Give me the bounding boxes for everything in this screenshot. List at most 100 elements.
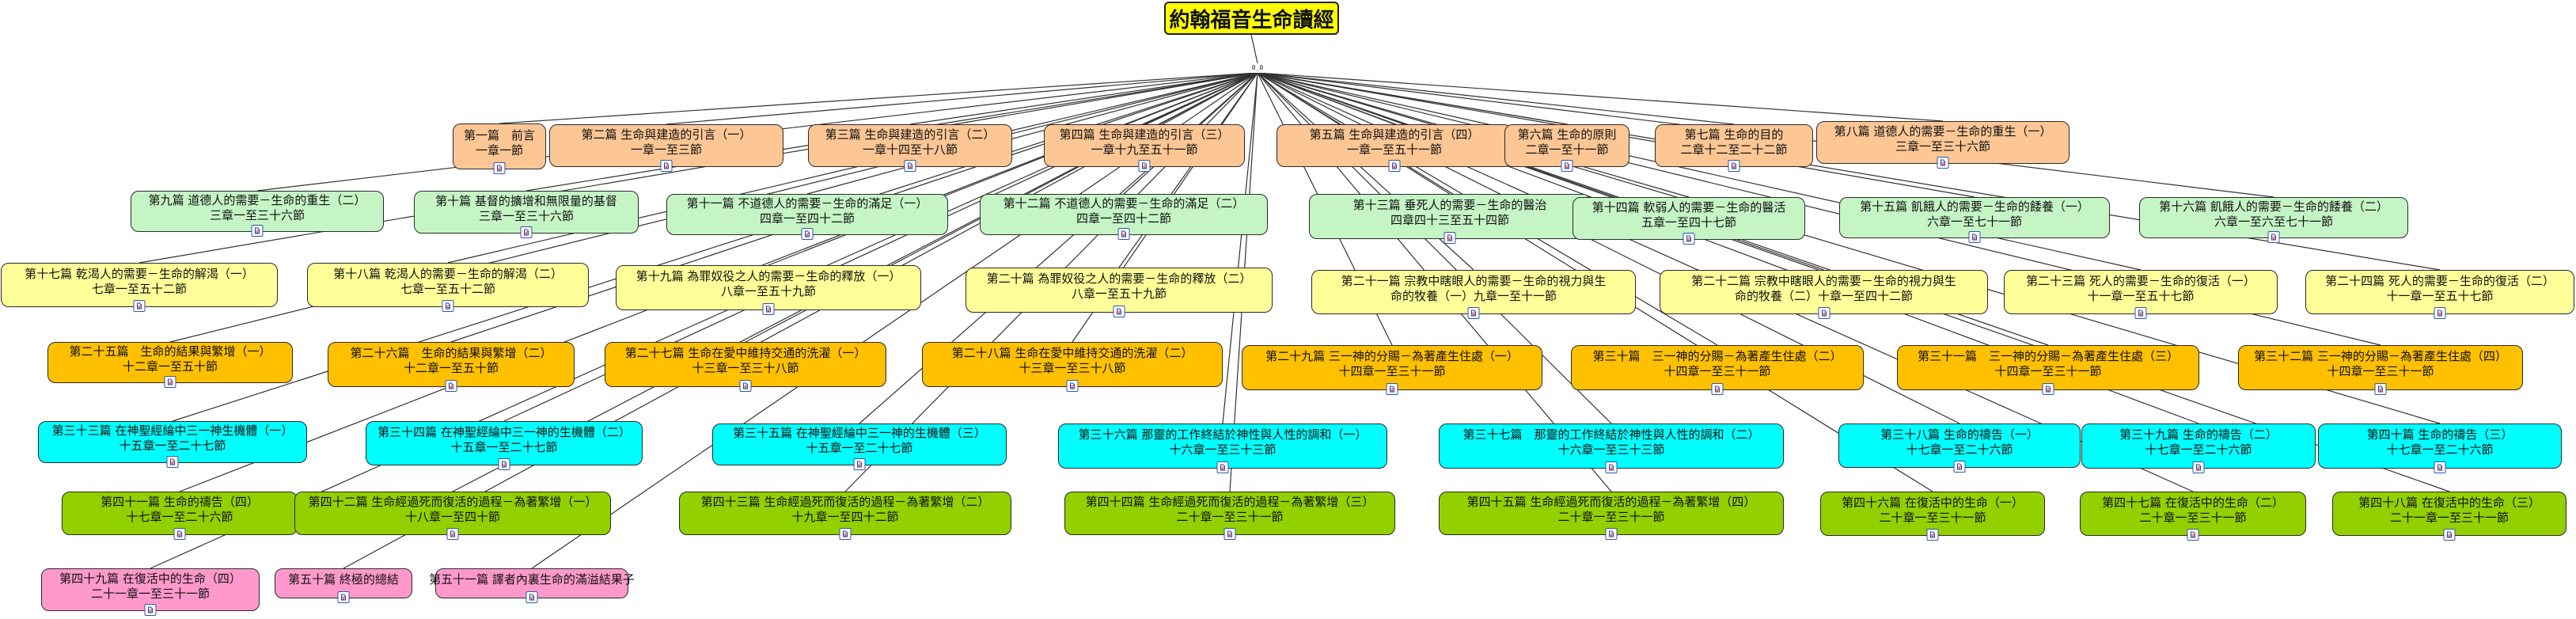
- attachment-icon[interactable]: [1818, 307, 1830, 319]
- chapter-node[interactable]: 第十一篇 不道德人的需要－生命的滿足（一）四章一至四十二節: [666, 194, 948, 240]
- attachment-icon[interactable]: [839, 528, 852, 540]
- attachment-icon[interactable]: [525, 591, 538, 603]
- attachment-icon[interactable]: [166, 456, 179, 468]
- attachment-icon[interactable]: [133, 300, 146, 312]
- attachment-icon[interactable]: [2434, 307, 2446, 319]
- attachment-icon[interactable]: [762, 303, 775, 315]
- attachment-icon[interactable]: [337, 591, 350, 603]
- chapter-node[interactable]: 第五十篇 終極的總結: [275, 568, 412, 603]
- chapter-node[interactable]: 第三十篇 三一神的分賜－為著產生住處（二）十四章一至三十一節: [1571, 345, 1864, 395]
- chapter-node[interactable]: 第三十五篇 在神聖經綸中三一神的生機體（三）十五章一至二十七節: [712, 423, 1007, 470]
- chapter-node[interactable]: 第四十二篇 生命經過死而復活的過程－為著繁增（一）十八章一至四十節: [294, 492, 611, 540]
- chapter-node[interactable]: 第二十一篇 宗教中瞎眼人的需要－生命的視力與生命的牧養（一）九章一至十一節: [1311, 270, 1636, 319]
- attachment-icon[interactable]: [904, 160, 916, 172]
- attachment-icon[interactable]: [1117, 228, 1130, 240]
- attachment-icon[interactable]: [1224, 528, 1236, 540]
- chapter-node[interactable]: 第三十二篇 三一神的分賜－為著產生住處（四）十四章一至三十一節: [2238, 345, 2523, 395]
- root-node-title[interactable]: 約翰福音生命讀經: [1164, 2, 1339, 35]
- chapter-node[interactable]: 第三十七篇 那靈的工作終結於神性與人性的調和（二）十六章一至三十三節: [1439, 423, 1784, 473]
- chapter-node[interactable]: 第七篇 生命的目的二章十二至二十二節: [1655, 124, 1813, 172]
- chapter-node[interactable]: 第十七篇 乾渴人的需要－生命的解渴（一）七章一至五十二節: [1, 263, 278, 312]
- attachment-icon[interactable]: [1467, 307, 1480, 319]
- attachment-icon[interactable]: [853, 458, 866, 470]
- attachment-icon[interactable]: [1066, 380, 1079, 392]
- chapter-node[interactable]: 第三十四篇 在神聖經綸中三一神的生機體（二）十五章一至二十七節: [366, 421, 643, 470]
- chapter-node[interactable]: 第十二篇 不道德人的需要－生命的滿足（二）四章一至四十二節: [980, 194, 1268, 240]
- attachment-icon[interactable]: [1953, 461, 1966, 473]
- chapter-node[interactable]: 第四十篇 生命的禱告（三）十七章一至二十六節: [2318, 423, 2562, 473]
- attachment-icon[interactable]: [446, 528, 459, 540]
- chapter-node[interactable]: 第四十一篇 生命的禱告（四）十七章一至二十六節: [62, 492, 298, 540]
- chapter-node[interactable]: 第四篇 生命與建造的引言（三）一章十九至五十一節: [1044, 124, 1245, 172]
- attachment-icon[interactable]: [498, 458, 510, 470]
- chapter-node[interactable]: 第十六篇 飢餓人的需要－生命的餧養（二）六章一至六至七十一節: [2139, 197, 2408, 243]
- chapter-node[interactable]: 第十三篇 垂死人的需要－生命的醫治四章四十三至五十四節: [1309, 194, 1591, 244]
- chapter-node[interactable]: 第三篇 生命與建造的引言（二）一章十四至十八節: [808, 124, 1012, 172]
- chapter-node[interactable]: 第三十六篇 那靈的工作終結於神性與人性的調和（一）十六章一至三十三節: [1058, 423, 1387, 473]
- attachment-icon[interactable]: [1605, 528, 1618, 540]
- chapter-node[interactable]: 第四十四篇 生命經過死而復活的過程－為著繁增（三）二十章一至三十一節: [1064, 492, 1395, 540]
- attachment-icon[interactable]: [445, 380, 457, 392]
- attachment-icon[interactable]: [660, 160, 673, 172]
- chapter-node[interactable]: 第十八篇 乾渴人的需要－生命的解渴（二）七章一至五十二節: [307, 263, 589, 312]
- attachment-icon[interactable]: [739, 380, 752, 392]
- chapter-node[interactable]: 第二十九篇 三一神的分賜－為著產生住處（一）十四章一至三十一節: [1242, 345, 1542, 395]
- chapter-node[interactable]: 第四十六篇 在復活中的生命（一）二十章一至三十一節: [1820, 492, 2045, 541]
- chapter-node[interactable]: 第十九篇 為罪奴役之人的需要－生命的釋放（一）八章一至五十九節: [616, 265, 921, 315]
- chapter-node[interactable]: 第四十三篇 生命經過死而復活的過程－為著繁增（二）十九章一至四十二節: [679, 492, 1011, 540]
- attachment-icon[interactable]: [164, 376, 176, 388]
- attachment-icon[interactable]: [1561, 160, 1573, 172]
- attachment-icon[interactable]: [1711, 383, 1724, 395]
- attachment-icon[interactable]: [520, 226, 533, 238]
- chapter-node[interactable]: 第十五篇 飢餓人的需要－生命的餧養（一）六章一至七十一節: [1839, 197, 2110, 243]
- attachment-icon[interactable]: [2267, 231, 2280, 243]
- attachment-icon[interactable]: [2374, 383, 2387, 395]
- attachment-icon[interactable]: [801, 228, 814, 240]
- chapter-node[interactable]: 第十四篇 軟弱人的需要－生命的醫活五章一至四十七節: [1573, 197, 1805, 245]
- attachment-icon[interactable]: [1388, 160, 1401, 172]
- attachment-icon[interactable]: [144, 604, 157, 616]
- chapter-node[interactable]: 第二十二篇 宗教中瞎眼人的需要－生命的視力與生命的牧養（二）十章一至四十二節: [1660, 270, 1988, 319]
- attachment-icon[interactable]: [173, 528, 186, 540]
- attachment-icon[interactable]: [442, 300, 454, 312]
- chapter-node[interactable]: 第二篇 生命與建造的引言（一）一章一至三節: [549, 124, 783, 172]
- attachment-icon[interactable]: [1444, 232, 1456, 244]
- attachment-icon[interactable]: [2192, 461, 2205, 473]
- chapter-node[interactable]: 第二十八篇 生命在愛中維持交通的洗濯（二）十三章一至三十八節: [922, 342, 1223, 392]
- attachment-icon[interactable]: [1386, 383, 1398, 395]
- chapter-node[interactable]: 第十篇 基督的擴增和無限量的基督三章一至三十六節: [414, 191, 639, 238]
- chapter-node[interactable]: 第五十一篇 譯者內裏生命的滿溢結果子: [429, 568, 635, 603]
- chapter-node[interactable]: 第八篇 道德人的需要－生命的重生（一）三章一至三十六節: [1816, 121, 2070, 169]
- attachment-icon[interactable]: [251, 225, 264, 237]
- attachment-icon[interactable]: [2134, 307, 2147, 319]
- attachment-icon[interactable]: [1728, 160, 1740, 172]
- attachment-icon[interactable]: [1113, 306, 1125, 317]
- attachment-icon[interactable]: [1937, 157, 1949, 169]
- chapter-node[interactable]: 第三十九篇 生命的禱告（二）十七章一至二十六節: [2081, 423, 2316, 473]
- attachment-icon[interactable]: [2042, 383, 2054, 395]
- attachment-icon[interactable]: [2187, 529, 2199, 541]
- chapter-node[interactable]: 第一篇 前言一章一節: [453, 123, 546, 174]
- chapter-node[interactable]: 第二十六篇 生命的結果與繁增（二）十二章一至五十節: [328, 342, 575, 392]
- attachment-icon[interactable]: [2434, 461, 2446, 473]
- chapter-node[interactable]: 第二十三篇 死人的需要－生命的復活（一）十一章一至五十七節: [2004, 270, 2278, 319]
- chapter-node[interactable]: 第三十一篇 三一神的分賜－為著產生住處（三）十四章一至三十一節: [1897, 345, 2199, 395]
- attachment-icon[interactable]: [1138, 160, 1151, 172]
- chapter-node[interactable]: 第二十五篇 生命的結果與繁增（一）十二章一至五十節: [47, 342, 293, 388]
- attachment-icon[interactable]: [1968, 231, 1981, 243]
- attachment-icon[interactable]: [1605, 461, 1618, 473]
- chapter-node[interactable]: 第三十八篇 生命的禱告（一）十七章一至二十六節: [1838, 423, 2081, 473]
- chapter-node[interactable]: 第二十四篇 死人的需要－生命的復活（二）十一章一至五十七節: [2305, 270, 2574, 319]
- chapter-node[interactable]: 第九篇 道德人的需要－生命的重生（二）三章一至三十六節: [131, 191, 384, 237]
- attachment-icon[interactable]: [1926, 529, 1939, 541]
- attachment-icon[interactable]: [493, 162, 506, 174]
- attachment-icon[interactable]: [1683, 233, 1695, 245]
- attachment-icon[interactable]: [2443, 529, 2456, 541]
- chapter-node[interactable]: 第四十七篇 在復活中的生命（二）二十章一至三十一節: [2080, 492, 2306, 541]
- chapter-node[interactable]: 第六篇 生命的原則二章一至十一節: [1504, 124, 1629, 172]
- chapter-node[interactable]: 第四十九篇 在復活中的生命（四）二十一章一至三十一節: [41, 568, 260, 616]
- chapter-node[interactable]: 第四十八篇 在復活中的生命（三）二十一章一至三十一節: [2332, 492, 2567, 541]
- chapter-node[interactable]: 第五篇 生命與建造的引言（四）一章一至五十一節: [1277, 124, 1512, 172]
- chapter-node[interactable]: 第二十篇 為罪奴役之人的需要－生命的釋放（二）八章一至五十九節: [966, 268, 1273, 317]
- chapter-node[interactable]: 第三十三篇 在神聖經綸中三一神生機體（一）十五章一至二十七節: [38, 421, 307, 468]
